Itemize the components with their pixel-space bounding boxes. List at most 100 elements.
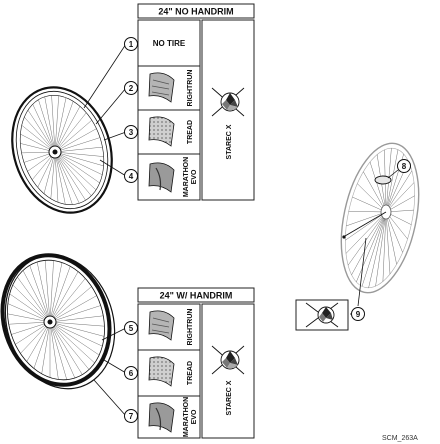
spoke: [49, 286, 92, 323]
spoke: [49, 266, 71, 323]
table-title: 24" NO HANDRIM: [158, 7, 233, 17]
spoke: [49, 321, 95, 364]
spoke: [21, 125, 56, 153]
starec-caster-icon: [211, 345, 245, 375]
tread-label: TREAD: [187, 361, 194, 385]
starec-caster-icon: [211, 87, 245, 117]
spoke: [49, 321, 83, 375]
tread-tire-icon: [148, 116, 175, 147]
spoke: [348, 211, 387, 213]
spoke: [54, 151, 104, 157]
spoke: [37, 151, 56, 188]
spoke: [345, 211, 387, 241]
spoke: [27, 110, 56, 153]
spoke: [385, 211, 391, 275]
spoke: [43, 151, 56, 194]
callout-5: 5: [129, 324, 134, 333]
spoke: [49, 305, 101, 323]
spoke: [368, 211, 387, 288]
callout-3: 3: [129, 128, 134, 137]
detail-wheel: [340, 142, 420, 294]
marathon-evo-tire-icon: [148, 402, 175, 433]
tire-options-table-no-handrim: 24" NO HANDRIM NO TIRE RIGHTRUN TREAD MA…: [137, 3, 255, 201]
tire-options-table-with-handrim: 24" W/ HANDRIM RIGHTRUN TREAD MARATHON E…: [137, 287, 255, 439]
spoke: [7, 303, 51, 323]
starec-caster-icon: [305, 302, 339, 328]
callout-2: 2: [129, 84, 134, 93]
spoke: [382, 211, 387, 282]
spoke: [361, 211, 387, 287]
spoke: [49, 321, 103, 347]
spoke: [357, 183, 387, 213]
callout-8: 8: [402, 162, 407, 171]
starec-cell: [201, 303, 255, 439]
wheel-with-handrim: [0, 253, 116, 390]
axle-line: [344, 211, 387, 237]
spoke: [49, 262, 63, 323]
callout-7: 7: [129, 412, 134, 421]
callout-4: 4: [129, 172, 134, 181]
spoke: [54, 120, 92, 153]
spoke: [54, 97, 67, 153]
spoke: [49, 321, 100, 356]
spoke: [369, 161, 387, 213]
marathon-evo-tire-icon: [148, 162, 175, 193]
spoke: [49, 278, 86, 323]
table-title-box: [137, 3, 255, 19]
spoke: [8, 321, 51, 325]
table-title: 24" W/ HANDRIM: [160, 291, 233, 301]
spoke: [15, 321, 51, 345]
spoke: [33, 321, 51, 369]
spoke: [49, 321, 105, 327]
spoke: [22, 270, 51, 323]
spoke: [54, 101, 74, 153]
starec-label: STAREC X: [226, 380, 233, 415]
rightrun-label: RIGHTRUN: [187, 70, 194, 107]
callout-6: 6: [129, 369, 134, 378]
spoke: [49, 321, 67, 380]
spoke: [54, 112, 87, 153]
spoke: [54, 95, 59, 153]
spoke: [346, 211, 387, 227]
table-title-box: [137, 287, 255, 303]
spoke: [29, 265, 51, 323]
figure-code: SCM_263A: [382, 435, 418, 442]
spoke: [7, 313, 51, 323]
spoke: [345, 211, 387, 254]
no-tire-label: NO TIRE: [153, 39, 186, 48]
spoke: [32, 104, 56, 153]
spoke: [9, 293, 51, 323]
spoke: [36, 261, 51, 323]
tread-label: TREAD: [187, 120, 194, 144]
hub-cap: [374, 175, 392, 185]
spoke: [54, 128, 97, 153]
callouts-detail: 8 9: [295, 159, 411, 331]
callout-1: 1: [129, 40, 134, 49]
spoke: [51, 95, 56, 153]
spoke: [26, 321, 51, 362]
no-tire-cell: [137, 19, 201, 67]
spoke: [49, 321, 105, 337]
spoke: [54, 151, 92, 196]
callouts-no-handrim: 1 2 3 4: [83, 37, 138, 183]
marathon-label: MARATHON: [183, 157, 190, 197]
spoke: [54, 151, 59, 203]
spoke: [54, 137, 101, 153]
spoke: [54, 151, 80, 204]
spoke: [38, 99, 56, 153]
spoke: [385, 149, 399, 213]
marathon-label: MARATHON: [183, 397, 190, 437]
spoke: [54, 151, 86, 201]
spoke: [54, 151, 100, 184]
spoke: [12, 284, 51, 323]
tread-tire-icon: [148, 356, 175, 387]
spoke: [54, 151, 73, 205]
spoke: [54, 151, 103, 175]
spoke: [385, 211, 403, 253]
spoke: [54, 151, 104, 167]
spoke: [49, 295, 97, 323]
spoke: [49, 315, 104, 323]
rightrun-tire-icon: [148, 310, 175, 341]
rightrun-label: RIGHTRUN: [187, 309, 194, 346]
